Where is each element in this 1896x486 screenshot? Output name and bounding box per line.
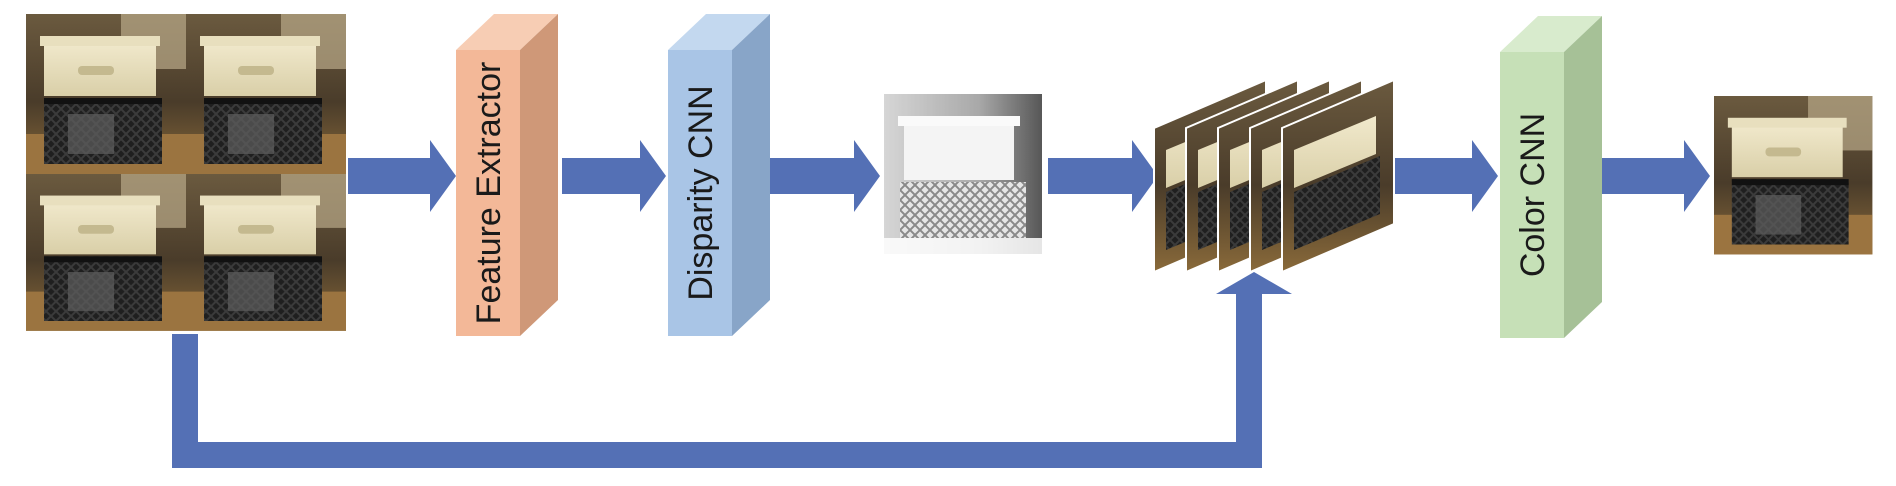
disparity-map <box>884 94 1042 254</box>
input-light-field-views <box>26 14 346 331</box>
disparity-cnn-front <box>668 50 732 336</box>
arrow-input-to-feature <box>348 140 456 212</box>
color-cnn-top <box>1500 16 1602 52</box>
feature-extractor-front <box>456 50 520 336</box>
feature-extractor-side <box>520 14 558 336</box>
color-cnn-block: Color CNN <box>1500 16 1602 338</box>
color-cnn-label: Color CNN <box>1514 113 1552 277</box>
input-view-top-left <box>26 14 186 174</box>
color-cnn-front <box>1500 52 1564 338</box>
disparity-cnn-label: Disparity CNN <box>682 85 720 300</box>
feature-extractor-block: Feature Extractor <box>456 14 558 336</box>
input-view-bottom-left <box>26 174 186 331</box>
warped-image-5 <box>1281 78 1395 274</box>
arrow-depth-to-warped <box>1048 140 1158 212</box>
arrow-feature-to-disparity <box>562 140 666 212</box>
disparity-cnn-side <box>732 14 770 336</box>
color-cnn-side <box>1564 16 1602 338</box>
arrow-disparity-to-depth <box>770 140 880 212</box>
flow-arrows <box>172 140 1710 468</box>
arrow-warped-to-color <box>1390 140 1498 212</box>
disparity-cnn-top <box>668 14 770 50</box>
feature-extractor-label: Feature Extractor <box>470 62 508 325</box>
input-view-bottom-right <box>186 174 346 331</box>
arrow-color-to-output <box>1602 140 1710 212</box>
disparity-cnn-block: Disparity CNN <box>668 14 770 336</box>
warped-images-stack <box>1153 78 1395 274</box>
skip-connection-arrow <box>172 272 1292 468</box>
feature-extractor-top <box>456 14 558 50</box>
output-novel-view <box>1714 96 1873 255</box>
input-view-top-right <box>186 14 346 174</box>
